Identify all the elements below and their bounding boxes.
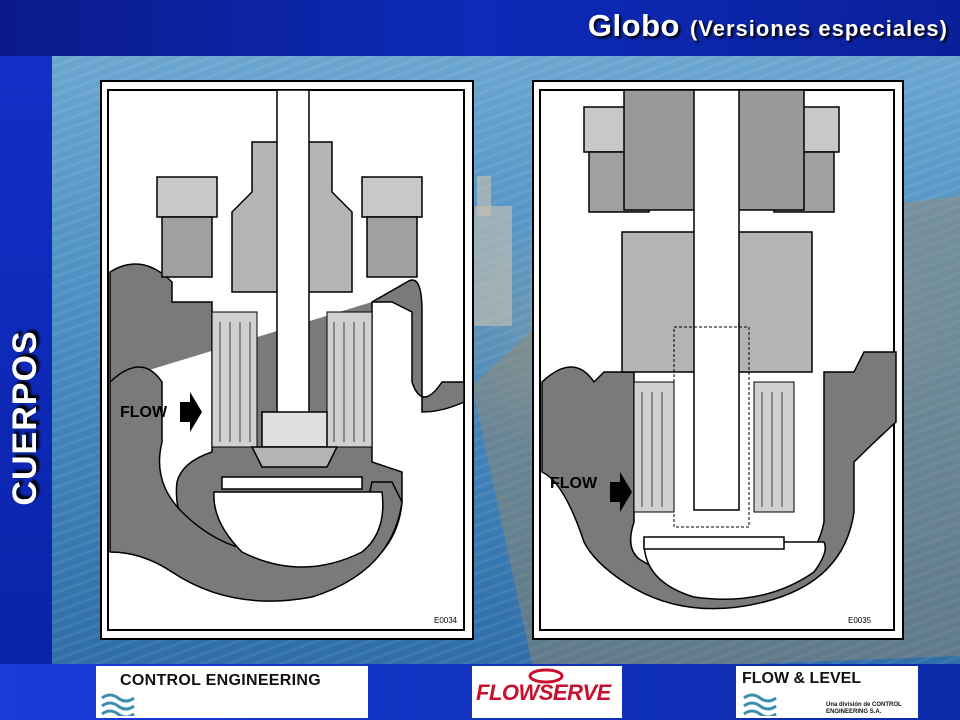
flowserve-logo: FLOWSERVE [472,666,622,718]
flow-label-left: FLOW [120,404,168,421]
title-subtitle: (Versiones especiales) [689,16,948,41]
title-bar: Globo (Versiones especiales) [0,0,960,56]
flow-label-right: FLOW [550,475,598,492]
globe-valve-diagram-right [539,89,897,631]
flowserve-emblem-icon [528,668,564,684]
diagram-code-left: E0034 [434,616,458,625]
diagram-code-right: E0035 [848,616,872,625]
footer: CONTROL ENGINEERING FLOWSERVE FLOW & LEV… [0,664,960,720]
flow-arrow-icon-left [180,392,202,432]
slide-title: Globo (Versiones especiales) [588,8,948,44]
title-main: Globo [587,8,680,43]
flow-arrow-icon-right [610,472,632,512]
wave-icon-2 [743,693,777,716]
diagram-right-panel: FLOW E0035 [532,80,904,640]
flow-level-logo: FLOW & LEVEL Una división de CONTROL ENG… [736,666,918,718]
side-label: CUERPOS [6,330,44,506]
side-bar: CUERPOS [0,56,52,664]
diagram-left-panel: FLOW E0034 [100,80,474,640]
control-engineering-logo: CONTROL ENGINEERING [96,666,368,718]
flow-level-text: FLOW & LEVEL [742,670,862,687]
control-engineering-text: CONTROL ENGINEERING [120,672,321,689]
wave-icon [101,693,135,716]
flow-level-subtext: Una división de CONTROL ENGINEERING S.A. [826,702,902,715]
globe-valve-diagram-left [107,89,465,631]
flowserve-text: FLOWSERVE [476,680,611,705]
